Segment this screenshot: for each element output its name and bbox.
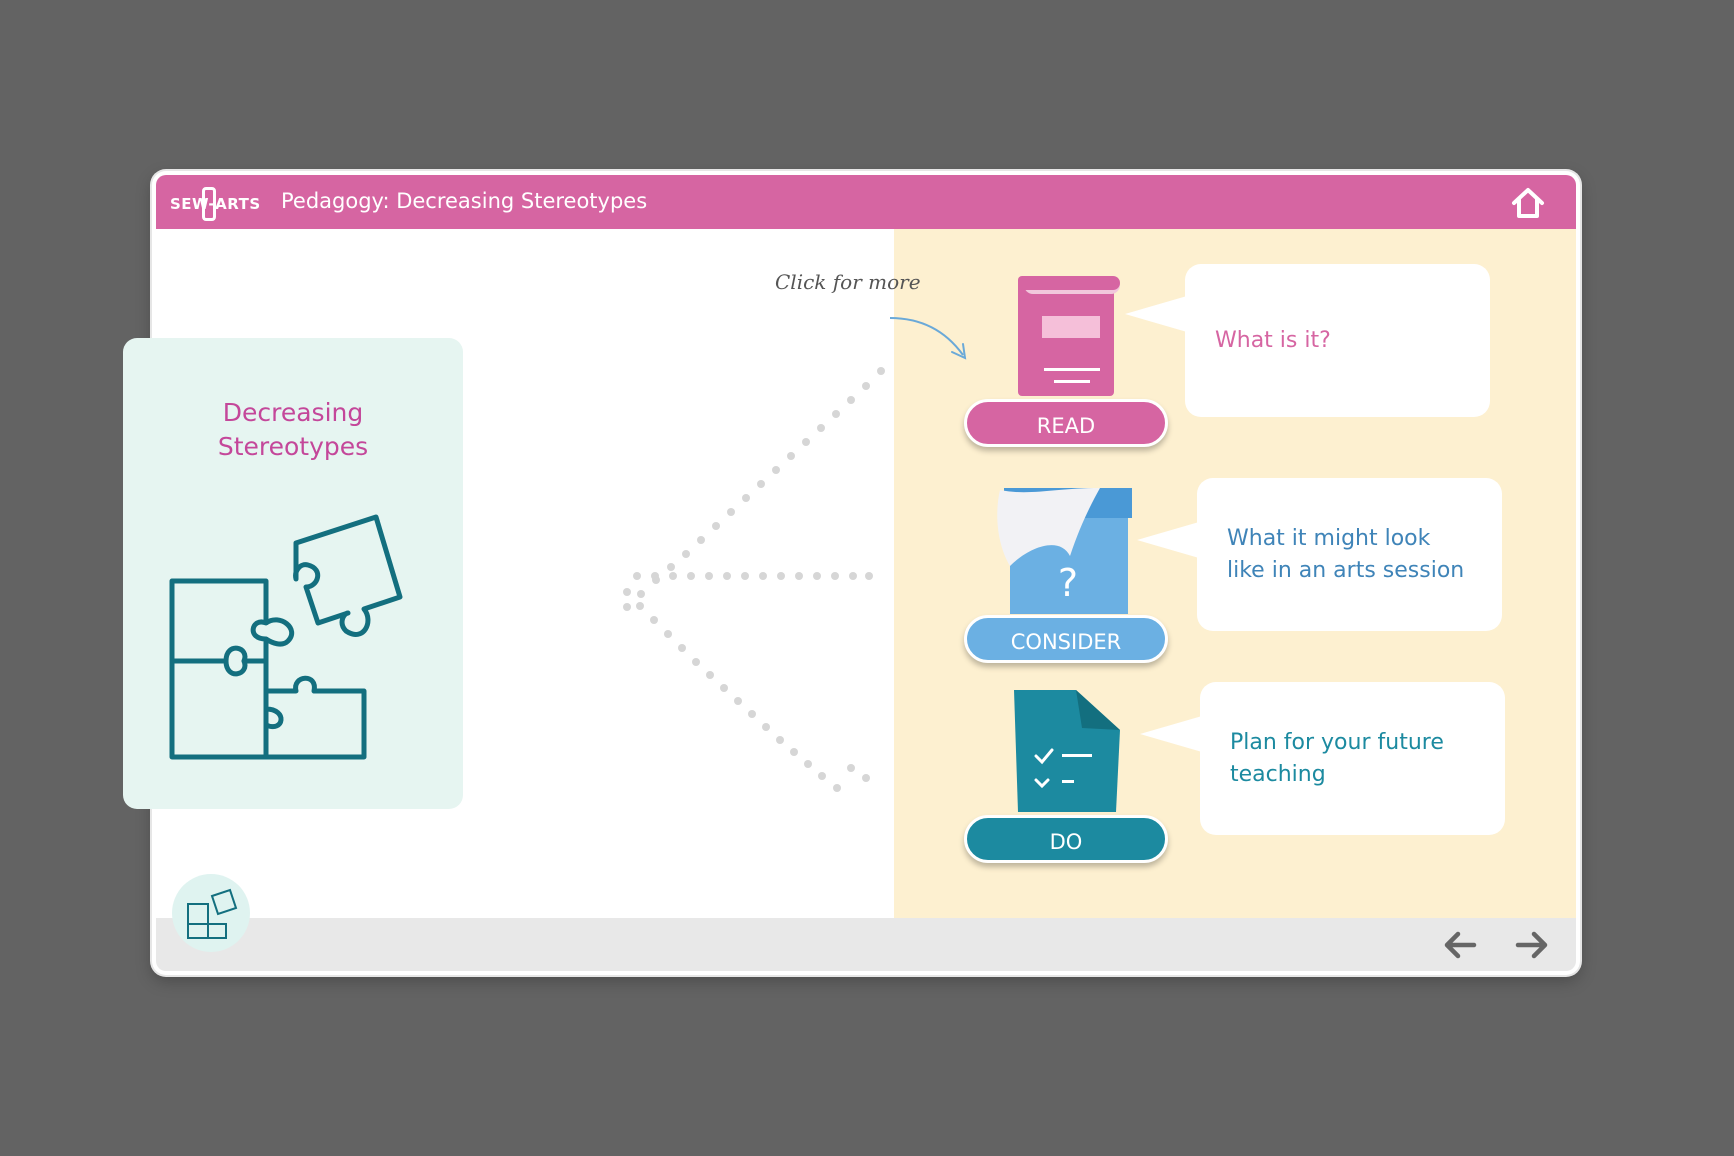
question-box-icon: ? xyxy=(997,488,1132,614)
card-title: Decreasing Stereotypes xyxy=(123,396,463,464)
puzzle-badge-icon xyxy=(187,888,238,939)
card-title-line2: Stereotypes xyxy=(217,432,369,461)
puzzle-badge xyxy=(172,874,250,952)
puzzle-icon xyxy=(169,514,403,760)
do-bubble-text: Plan for your future teaching xyxy=(1230,729,1444,787)
book-icon xyxy=(1018,276,1120,396)
next-button[interactable] xyxy=(1512,926,1552,964)
home-icon xyxy=(1512,188,1544,218)
previous-button[interactable] xyxy=(1440,926,1480,964)
bubble-tail xyxy=(1137,522,1199,558)
click-for-more-hint: Click for more xyxy=(775,270,921,294)
bubble-tail xyxy=(1125,296,1187,332)
card-title-line1: Decreasing xyxy=(222,398,364,427)
bubble-tail xyxy=(1140,716,1202,752)
read-button[interactable]: READ xyxy=(964,399,1168,447)
header-bar: SEW-ARTS Pedagogy: Decreasing Stereotype… xyxy=(156,175,1576,229)
svg-text:?: ? xyxy=(1058,561,1078,605)
hint-arrow xyxy=(889,317,964,356)
home-button[interactable] xyxy=(1510,185,1546,221)
footer-bar xyxy=(156,918,1576,971)
read-bubble-text: What is it? xyxy=(1215,327,1331,353)
arrow-left-icon xyxy=(1444,931,1477,959)
checklist-icon xyxy=(1014,690,1120,812)
page-title: Pedagogy: Decreasing Stereotypes xyxy=(281,189,648,213)
consider-button[interactable]: CONSIDER xyxy=(964,615,1168,663)
do-button[interactable]: DO xyxy=(964,815,1168,863)
arrow-right-icon xyxy=(1515,931,1548,959)
logo-bracket xyxy=(202,187,216,221)
topic-card: Decreasing Stereotypes xyxy=(123,338,463,809)
logo-text: SEW-ARTS xyxy=(170,195,261,213)
read-bubble: What is it? xyxy=(1125,264,1490,417)
consider-bubble: What it might look like in an arts sessi… xyxy=(1137,478,1502,631)
do-bubble: Plan for your future teaching xyxy=(1140,682,1505,835)
consider-bubble-text: What it might look like in an arts sessi… xyxy=(1227,525,1465,583)
sew-arts-logo: SEW-ARTS xyxy=(170,187,260,221)
